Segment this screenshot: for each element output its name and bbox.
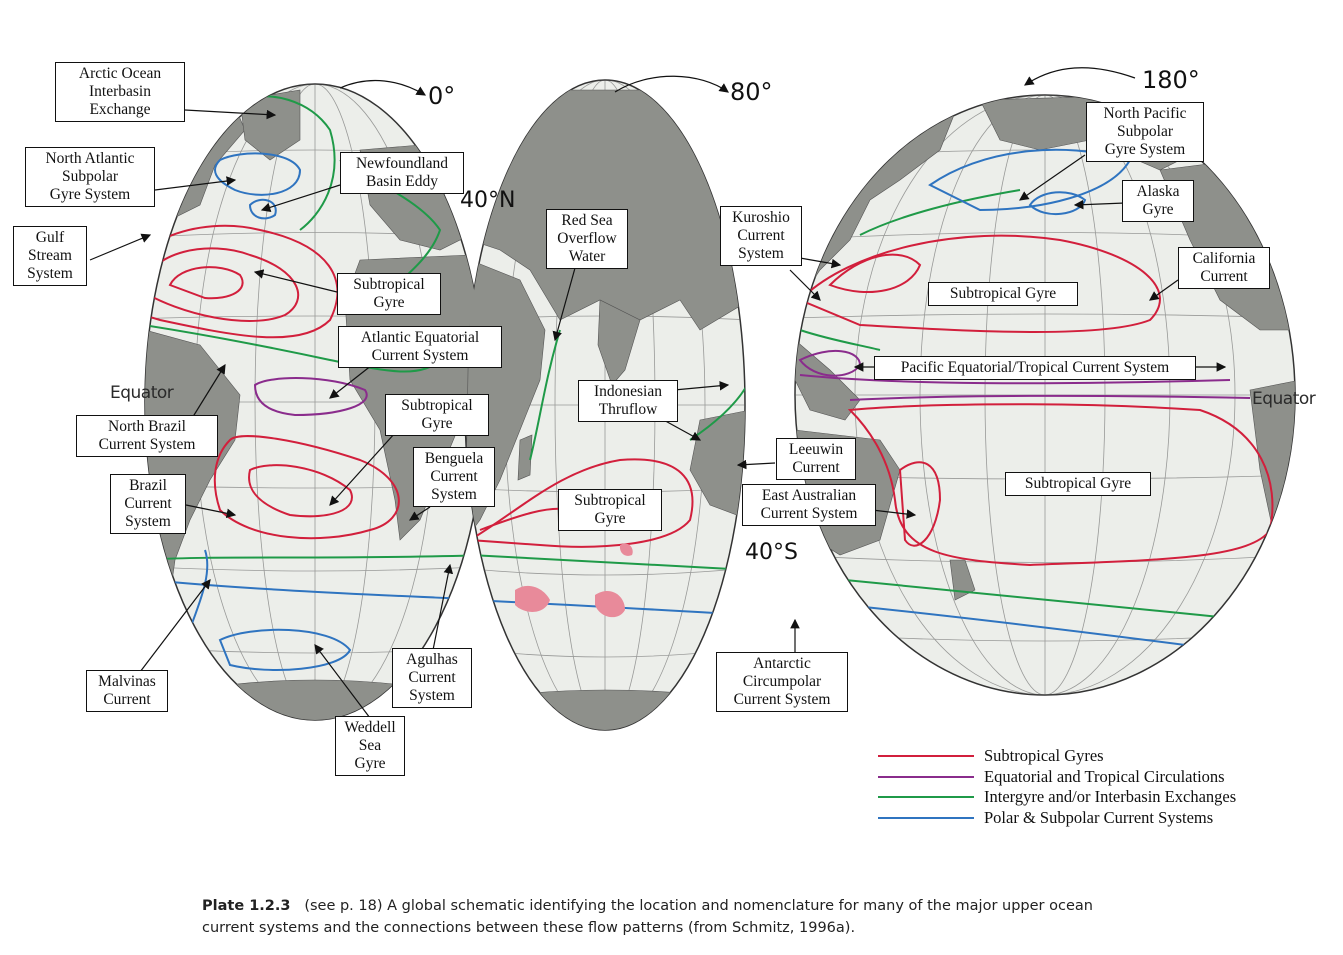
pacific-equatorial-label: Pacific Equatorial/Tropical Current Syst… <box>874 356 1196 380</box>
equator-right-label: Equator <box>1252 389 1316 409</box>
australia-west-land <box>689 409 745 521</box>
legend-label: Subtropical Gyres <box>984 746 1104 766</box>
lon-0-label: 0° <box>428 82 456 110</box>
figure-caption: Plate 1.2.3 (see p. 18) A global schemat… <box>202 895 1122 939</box>
intergyre-lines <box>145 95 1295 631</box>
lon-180-label: 180° <box>1142 66 1200 94</box>
equatorial-lines <box>253 349 1251 417</box>
greenland-land <box>239 89 301 161</box>
legend-item: Polar & Subpolar Current Systems <box>878 808 1318 829</box>
legend-label: Polar & Subpolar Current Systems <box>984 807 1214 827</box>
legend-swatch <box>878 775 974 778</box>
legend-swatch <box>878 796 974 799</box>
legend-label: Intergyre and/or Interbasin Exchanges <box>984 787 1237 807</box>
legend-swatch <box>878 816 974 819</box>
caption-text: (see p. 18) A global schematic identifyi… <box>202 898 1093 936</box>
lat-40s-label: 40°S <box>745 540 798 565</box>
legend-label: Equatorial and Tropical Circulations <box>984 766 1225 786</box>
current-lines <box>145 95 1295 671</box>
southeast-asia-land <box>795 339 861 421</box>
subtropical-gyre-sp-label: Subtropical Gyre <box>1005 472 1151 496</box>
lon-80-label: 80° <box>730 78 773 106</box>
equator-left-label: Equator <box>110 383 174 403</box>
antarctica-i-land <box>469 689 745 730</box>
subtropical-gyre-np-label: Subtropical Gyre <box>928 282 1078 306</box>
legend-item: Equatorial and Tropical Circulations <box>878 767 1318 788</box>
madagascar-land <box>517 434 533 481</box>
legend-item: Intergyre and/or Interbasin Exchanges <box>878 787 1318 808</box>
india-land <box>597 299 641 386</box>
map-legend: Subtropical Gyres Equatorial and Tropica… <box>878 746 1318 828</box>
pointer-arrows <box>89 67 1227 719</box>
legend-swatch <box>878 755 974 758</box>
subtropical-gyre-lines <box>145 224 1274 567</box>
lat-40n-label: 40°N <box>460 188 516 213</box>
plate-number: Plate 1.2.3 <box>202 898 291 914</box>
legend-item: Subtropical Gyres <box>878 746 1318 767</box>
pink-patches <box>515 543 633 618</box>
